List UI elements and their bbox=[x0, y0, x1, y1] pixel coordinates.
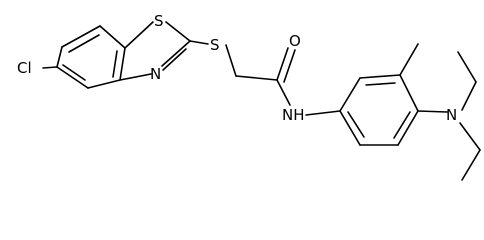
molecule-diagram: Cl S N S O NH N bbox=[17, 12, 481, 181]
ring-nitrogen-label: N bbox=[150, 65, 161, 83]
linker-chain bbox=[189, 40, 296, 106]
amide-nh-label: NH bbox=[282, 106, 305, 124]
chloro-bond bbox=[42, 66, 58, 69]
ring-sulfur-label: S bbox=[154, 12, 164, 30]
chlorine-atom-label: Cl bbox=[17, 59, 32, 77]
amine-nitrogen-label: N bbox=[446, 106, 457, 124]
benzo-ring bbox=[56, 25, 126, 89]
methyl-bond bbox=[399, 43, 419, 76]
aniline-ring bbox=[305, 74, 419, 146]
thiazole-ring bbox=[119, 21, 191, 81]
carbonyl-oxygen-label: O bbox=[289, 32, 301, 50]
thioether-sulfur-label: S bbox=[210, 36, 220, 54]
structure-canvas: Cl S N S O NH N bbox=[17, 12, 481, 181]
diethylamino-group bbox=[417, 51, 481, 181]
